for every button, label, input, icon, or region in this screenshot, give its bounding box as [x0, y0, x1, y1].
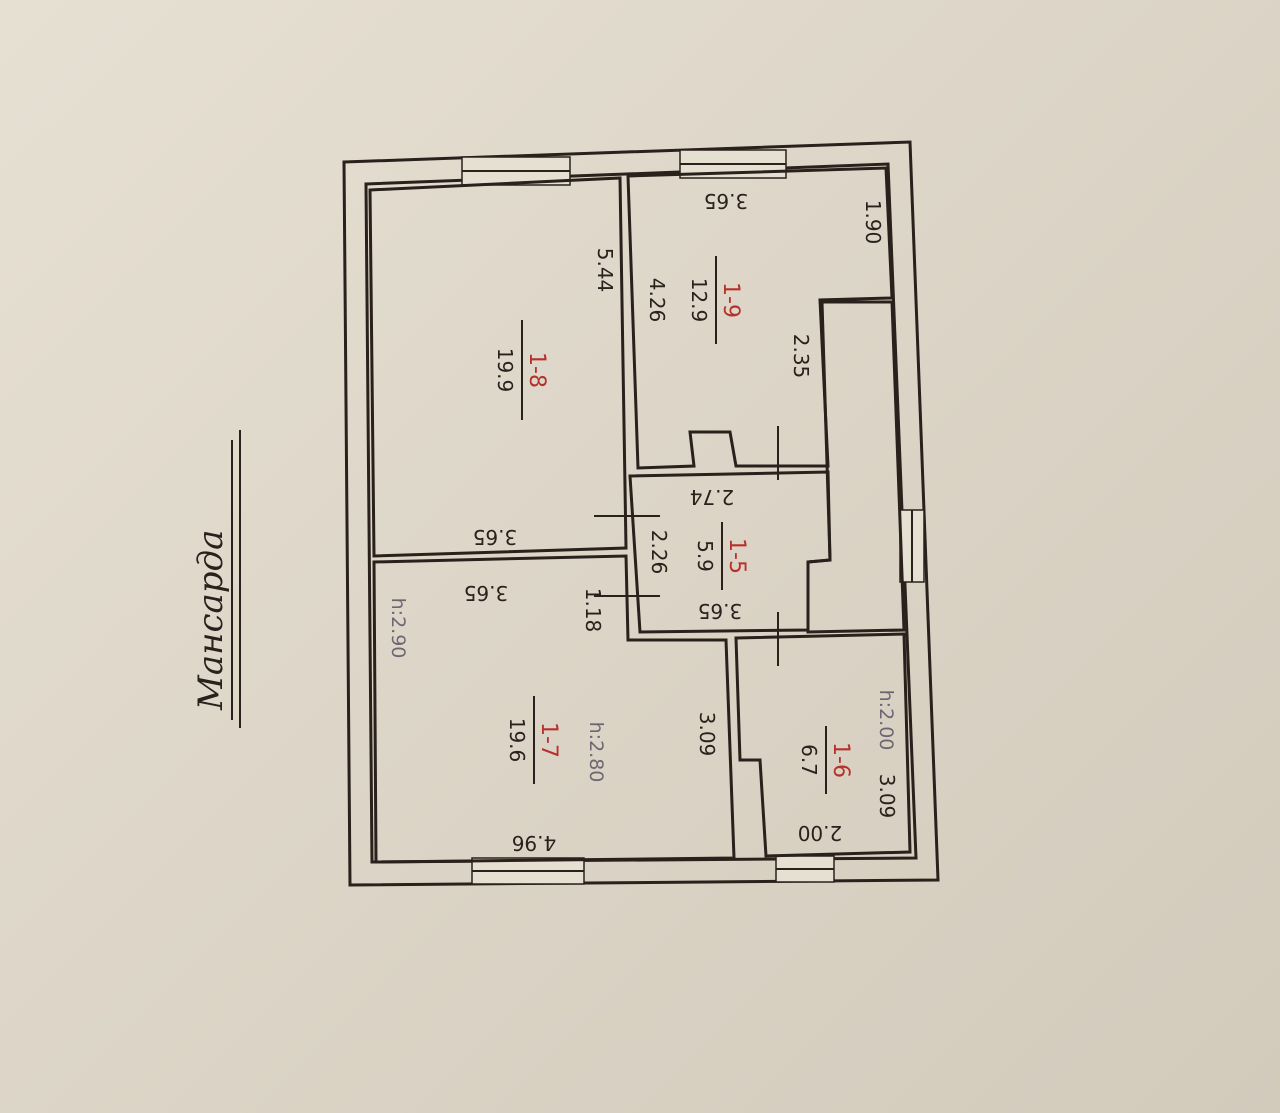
room-1-7-dim-c: 3.09 [695, 712, 719, 757]
room-1-6-dim-a: 2.00 [798, 821, 843, 845]
room-1-9-walls [626, 166, 894, 470]
svg-text:19.9: 19.9 [493, 348, 517, 393]
room-1-7-height-b: h:2.80 [585, 722, 607, 783]
room-1-5-dim-a: 2.74 [690, 485, 735, 509]
room-1-5-dim-b: 2.26 [647, 530, 671, 575]
svg-text:1-6: 1-6 [828, 742, 853, 778]
room-1-5-label: 1-5 5.9 [693, 522, 749, 590]
room-1-9-dim-a: 3.65 [704, 189, 749, 213]
room-1-7-dim-b: 1.18 [581, 588, 605, 633]
svg-text:1-5: 1-5 [724, 538, 749, 574]
room-1-9-dim-d: 2.35 [789, 334, 813, 379]
room-1-7-label: 1-7 19.6 [505, 696, 561, 784]
room-1-9-dim-b: 4.26 [645, 278, 669, 323]
room-1-6-label: 1-6 6.7 [797, 726, 853, 794]
room-1-6-walls [734, 632, 912, 858]
svg-text:1-8: 1-8 [524, 352, 549, 388]
outer-wall [342, 140, 940, 887]
room-1-7-dim-d: 4.96 [512, 831, 557, 855]
room-1-8-label: 1-8 19.9 [493, 320, 549, 420]
plan-title: Мансарда [191, 530, 231, 711]
room-1-8-dim-a: 5.44 [593, 248, 617, 293]
room-1-9-label: 1-9 12.9 [687, 256, 743, 344]
svg-text:1-9: 1-9 [718, 282, 743, 318]
room-1-6-height-a: h:2.00 [875, 690, 897, 751]
svg-text:1-7: 1-7 [536, 722, 561, 758]
room-1-9-dim-c: 1.90 [861, 200, 885, 245]
room-1-7-height-a: h:2.90 [387, 598, 409, 659]
room-1-8-dim-b: 3.65 [473, 525, 518, 549]
svg-text:19.6: 19.6 [505, 718, 529, 763]
room-1-8-walls [368, 176, 628, 558]
room-1-7-dim-a: 3.65 [464, 581, 509, 605]
svg-text:12.9: 12.9 [687, 278, 711, 323]
room-1-5-dim-c: 3.65 [698, 599, 743, 623]
room-1-6-dim-b: 3.09 [875, 774, 899, 819]
room-1-5-walls [628, 470, 832, 634]
svg-text:5.9: 5.9 [693, 540, 717, 572]
svg-text:6.7: 6.7 [797, 744, 821, 776]
room-1-7-walls [372, 554, 736, 864]
